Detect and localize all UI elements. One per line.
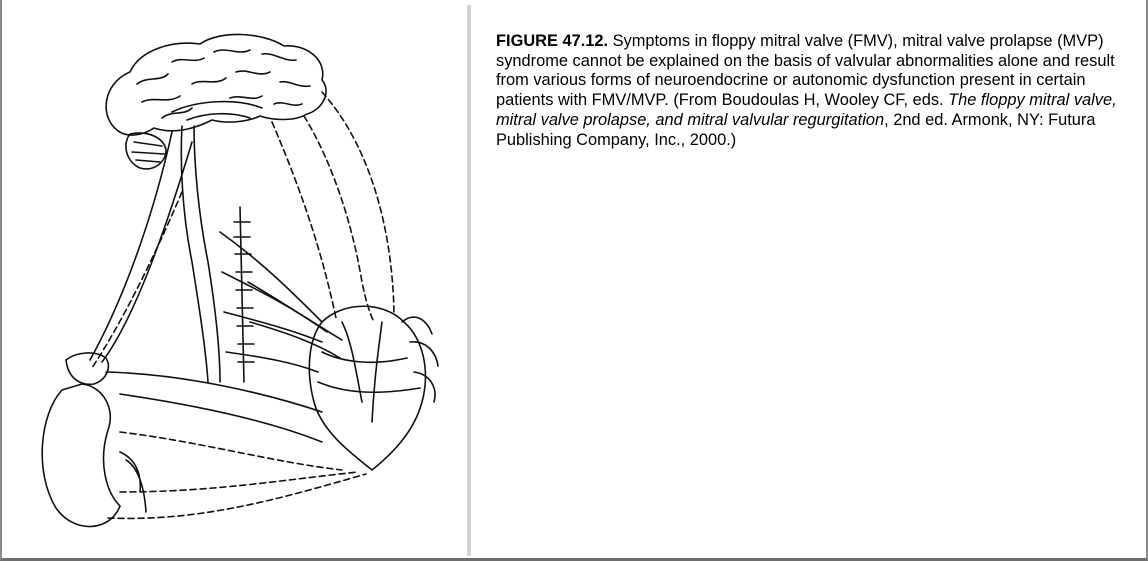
column-divider [467, 5, 471, 556]
neuroanatomy-illustration [22, 22, 452, 542]
cerebellum [126, 133, 166, 169]
kidney [42, 384, 120, 527]
figure-caption: FIGURE 47.12. Symptoms in floppy mitral … [496, 32, 1136, 150]
adrenal-gland [66, 353, 108, 384]
brain-outline [106, 34, 326, 135]
figure-label: FIGURE 47.12. [496, 32, 608, 50]
